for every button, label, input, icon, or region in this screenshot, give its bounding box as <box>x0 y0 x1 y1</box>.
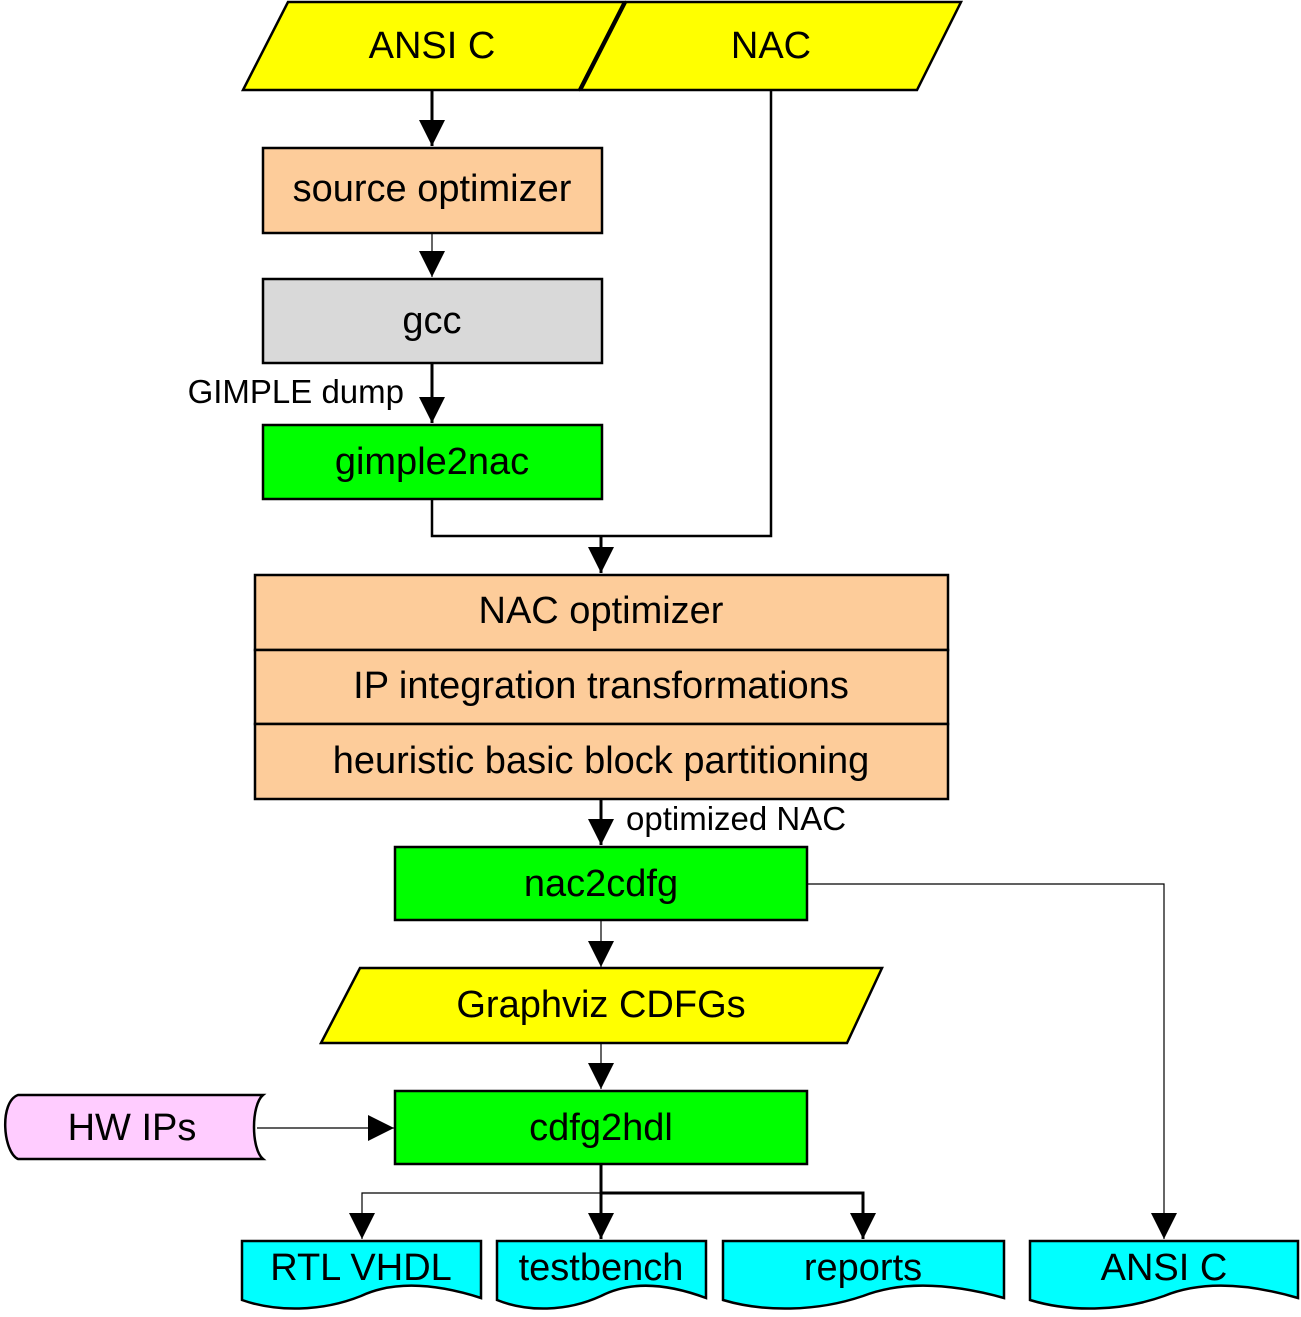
output-rtl-vhdl-shape <box>240 1239 483 1310</box>
ip-integration-label: IP integration transformations <box>353 665 849 707</box>
output-rtl-vhdl-label: RTL VHDL <box>270 1247 452 1289</box>
input-ansi-c: ANSI C <box>240 0 627 92</box>
edge-label-gimple-dump: GIMPLE dump <box>188 373 404 410</box>
edge-label-optimized-nac: optimized NAC <box>626 800 846 837</box>
step-source-optimizer: source optimizer <box>261 146 604 235</box>
output-ansi-c: ANSI C <box>1028 1239 1300 1310</box>
step-gcc-label: gcc <box>402 300 461 342</box>
step-nac2cdfg: nac2cdfg <box>393 845 809 922</box>
hw-ips: HW IPs <box>4 1093 267 1161</box>
step-source-optimizer-label: source optimizer <box>293 168 572 210</box>
output-reports: reports <box>721 1239 1006 1310</box>
step-source-optimizer-box <box>261 146 604 235</box>
output-testbench-shape <box>495 1239 708 1310</box>
step-cdfg2hdl-box <box>393 1089 809 1166</box>
output-reports-shape <box>721 1239 1006 1310</box>
step-nac2cdfg-box <box>393 845 809 922</box>
output-testbench-label: testbench <box>519 1247 684 1289</box>
nac-optimizer-box <box>253 573 950 652</box>
step-gcc: gcc <box>261 277 604 365</box>
nac-optimizer-stack: NAC optimizer IP integration transformat… <box>253 573 950 801</box>
edge-nac2cdfg-to-ansi-c-output <box>808 883 1177 1239</box>
edge-to-rtl-vhdl <box>349 1192 601 1239</box>
edge-gimple2nac-to-merge <box>430 499 601 538</box>
intermediate-graphviz: Graphviz CDFGs <box>318 966 884 1045</box>
step-gimple2nac-label: gimple2nac <box>335 441 529 483</box>
partitioning-box <box>253 722 950 801</box>
intermediate-graphviz-shape <box>318 966 884 1045</box>
edge-nac-to-merge <box>601 91 773 538</box>
step-cdfg2hdl-label: cdfg2hdl <box>529 1107 673 1149</box>
step-gimple2nac: gimple2nac <box>261 423 604 501</box>
step-gcc-box <box>261 277 604 365</box>
hw-ips-label: HW IPs <box>68 1107 197 1149</box>
step-gimple2nac-box <box>261 423 604 501</box>
ip-integration-box <box>253 648 950 726</box>
output-testbench: testbench <box>495 1239 708 1310</box>
input-ansi-c-shape <box>240 0 627 92</box>
partitioning-label: heuristic basic block partitioning <box>333 740 870 782</box>
hw-ips-shape <box>4 1093 267 1161</box>
intermediate-graphviz-label: Graphviz CDFGs <box>456 984 745 1026</box>
input-ansi-c-label: ANSI C <box>369 25 496 67</box>
output-reports-label: reports <box>804 1247 922 1289</box>
edge-to-reports <box>601 1191 876 1239</box>
nac-optimizer-label: NAC optimizer <box>479 590 724 632</box>
output-ansi-c-shape <box>1028 1239 1300 1310</box>
output-rtl-vhdl: RTL VHDL <box>240 1239 483 1310</box>
input-nac-label: NAC <box>731 25 811 67</box>
input-nac-shape <box>578 0 964 92</box>
output-ansi-c-label: ANSI C <box>1101 1247 1228 1289</box>
step-cdfg2hdl: cdfg2hdl <box>393 1089 809 1166</box>
step-nac2cdfg-label: nac2cdfg <box>524 863 678 905</box>
input-nac: NAC <box>578 0 964 92</box>
